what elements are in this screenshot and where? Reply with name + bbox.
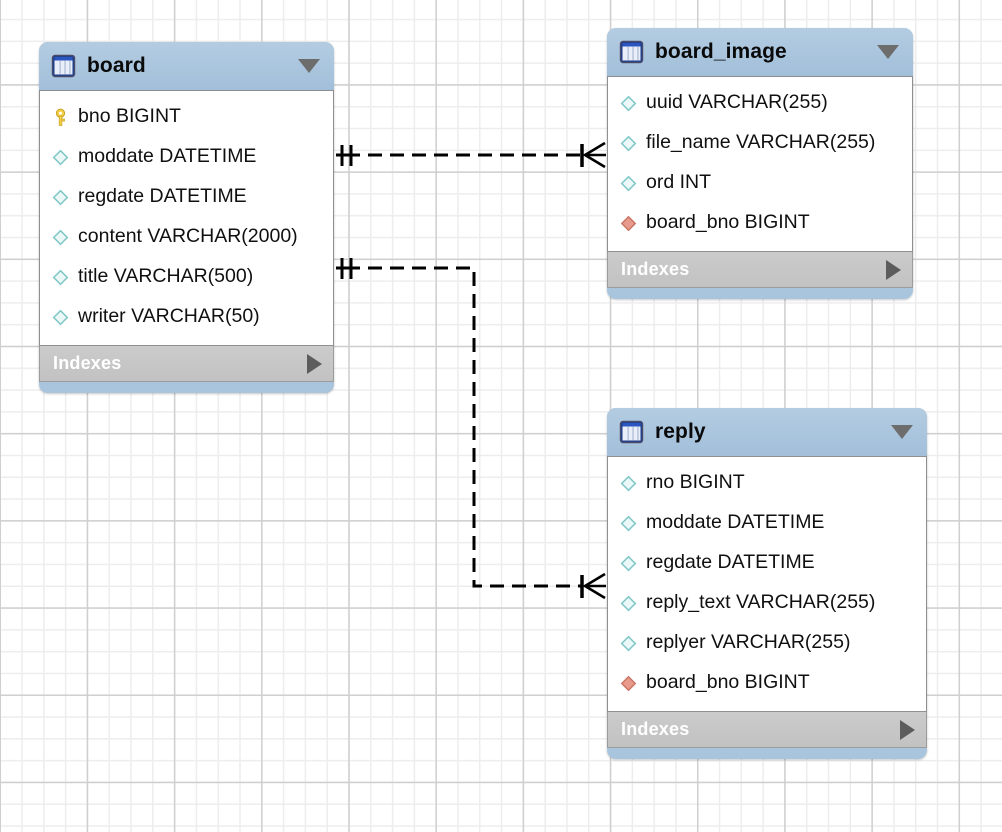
chevron-right-icon[interactable] bbox=[900, 719, 915, 740]
column-row[interactable]: uuid VARCHAR(255) bbox=[608, 83, 912, 123]
entity-board[interactable]: board bno BIGINT bbox=[39, 42, 334, 393]
chevron-down-icon[interactable] bbox=[891, 425, 913, 439]
chevron-down-icon[interactable] bbox=[298, 59, 320, 73]
column-row[interactable]: regdate DATETIME bbox=[608, 543, 926, 583]
entity-header[interactable]: board_image bbox=[607, 28, 913, 76]
entity-title: board_image bbox=[655, 40, 787, 63]
column-icon bbox=[619, 134, 638, 153]
chevron-right-icon[interactable] bbox=[307, 353, 322, 374]
foreign-key-icon bbox=[619, 674, 638, 693]
relationship-board-to-board_image bbox=[336, 141, 606, 169]
column-label: title VARCHAR(500) bbox=[78, 265, 254, 288]
relationship-line bbox=[346, 266, 582, 588]
column-row[interactable]: board_bno BIGINT bbox=[608, 203, 912, 243]
column-row[interactable]: ord INT bbox=[608, 163, 912, 203]
column-label: rno BIGINT bbox=[646, 471, 745, 494]
column-label: regdate DATETIME bbox=[78, 185, 247, 208]
column-icon bbox=[619, 474, 638, 493]
primary-key-icon bbox=[51, 108, 70, 127]
column-row[interactable]: rno BIGINT bbox=[608, 463, 926, 503]
column-row[interactable]: content VARCHAR(2000) bbox=[40, 217, 333, 257]
column-icon bbox=[51, 188, 70, 207]
entity-indexes-bar[interactable]: Indexes bbox=[607, 252, 913, 288]
column-label: regdate DATETIME bbox=[646, 551, 815, 574]
cardinality-one-or-many bbox=[580, 141, 606, 169]
column-icon bbox=[51, 308, 70, 327]
column-label: reply_text VARCHAR(255) bbox=[646, 591, 876, 614]
column-row[interactable]: title VARCHAR(500) bbox=[40, 257, 333, 297]
column-row[interactable]: writer VARCHAR(50) bbox=[40, 297, 333, 337]
column-label: board_bno BIGINT bbox=[646, 211, 810, 234]
entity-header[interactable]: reply bbox=[607, 408, 927, 456]
column-icon bbox=[619, 174, 638, 193]
table-icon bbox=[619, 40, 644, 64]
foreign-key-icon bbox=[619, 214, 638, 233]
column-icon bbox=[619, 634, 638, 653]
column-label: content VARCHAR(2000) bbox=[78, 225, 298, 248]
entity-indexes-bar[interactable]: Indexes bbox=[607, 712, 927, 748]
column-label: replyer VARCHAR(255) bbox=[646, 631, 851, 654]
cardinality-one-and-only-one bbox=[336, 145, 356, 166]
relationship-board-to-reply bbox=[336, 258, 606, 600]
column-icon bbox=[51, 268, 70, 287]
column-label: uuid VARCHAR(255) bbox=[646, 91, 828, 114]
entity-title: reply bbox=[655, 420, 706, 443]
column-label: writer VARCHAR(50) bbox=[78, 305, 260, 328]
column-label: bno BIGINT bbox=[78, 105, 181, 128]
column-icon bbox=[51, 228, 70, 247]
chevron-right-icon[interactable] bbox=[886, 259, 901, 280]
column-label: moddate DATETIME bbox=[78, 145, 257, 168]
column-label: board_bno BIGINT bbox=[646, 671, 810, 694]
column-icon bbox=[619, 94, 638, 113]
column-icon bbox=[619, 554, 638, 573]
table-icon bbox=[51, 54, 76, 78]
table-icon bbox=[619, 420, 644, 444]
column-row[interactable]: moddate DATETIME bbox=[40, 137, 333, 177]
entity-title: board bbox=[87, 54, 146, 77]
column-label: moddate DATETIME bbox=[646, 511, 825, 534]
entity-columns: bno BIGINT moddate DATETIME regdate DATE… bbox=[39, 90, 334, 346]
entity-indexes-bar[interactable]: Indexes bbox=[39, 346, 334, 382]
column-label: ord INT bbox=[646, 171, 712, 194]
entity-header[interactable]: board bbox=[39, 42, 334, 90]
entity-board_image[interactable]: board_image uuid VARCHAR(255) file_name bbox=[607, 28, 913, 299]
chevron-down-icon[interactable] bbox=[877, 45, 899, 59]
indexes-label: Indexes bbox=[621, 719, 690, 739]
column-label: file_name VARCHAR(255) bbox=[646, 131, 876, 154]
column-row[interactable]: board_bno BIGINT bbox=[608, 663, 926, 703]
column-row[interactable]: replyer VARCHAR(255) bbox=[608, 623, 926, 663]
cardinality-one-and-only-one bbox=[336, 258, 356, 279]
entity-columns: rno BIGINT moddate DATETIME regdate DATE… bbox=[607, 456, 927, 712]
indexes-label: Indexes bbox=[621, 259, 690, 279]
entity-reply[interactable]: reply rno BIGINT moddate DATETIME bbox=[607, 408, 927, 759]
column-icon bbox=[619, 594, 638, 613]
column-row[interactable]: bno BIGINT bbox=[40, 97, 333, 137]
column-row[interactable]: regdate DATETIME bbox=[40, 177, 333, 217]
column-row[interactable]: file_name VARCHAR(255) bbox=[608, 123, 912, 163]
entity-columns: uuid VARCHAR(255) file_name VARCHAR(255)… bbox=[607, 76, 913, 252]
column-row[interactable]: moddate DATETIME bbox=[608, 503, 926, 543]
indexes-label: Indexes bbox=[53, 353, 122, 373]
column-icon bbox=[51, 148, 70, 167]
cardinality-one-or-many bbox=[580, 572, 606, 600]
column-icon bbox=[619, 514, 638, 533]
column-row[interactable]: reply_text VARCHAR(255) bbox=[608, 583, 926, 623]
